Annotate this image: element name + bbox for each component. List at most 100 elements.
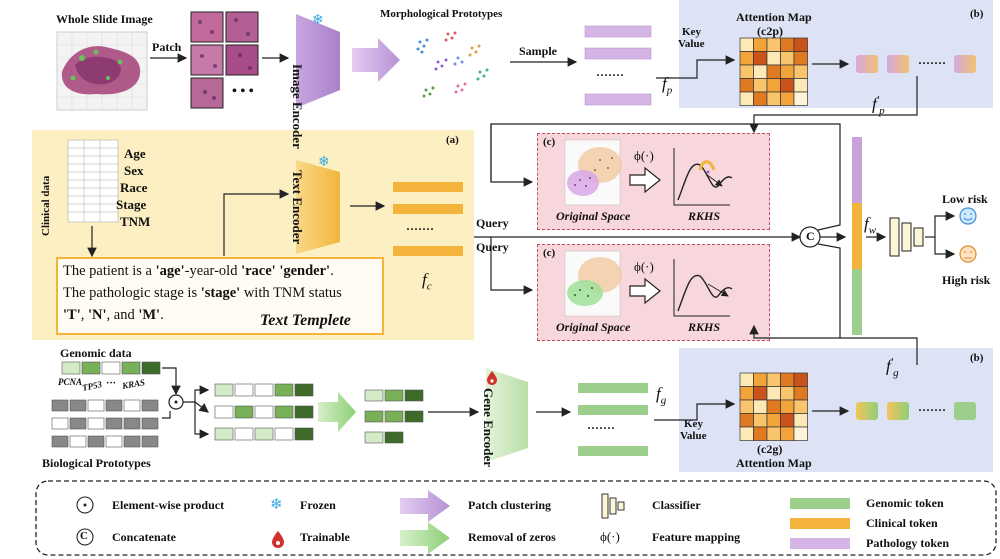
attention-cell	[793, 372, 808, 387]
attention-cell	[766, 78, 781, 93]
panel-c-top-tag: (c)	[543, 136, 556, 148]
attention-cell	[780, 51, 795, 66]
attention-cell	[780, 78, 795, 93]
field-sex: Sex	[124, 163, 144, 178]
text-encoder-block	[296, 160, 340, 254]
bio-prototypes-label: Biological Prototypes	[42, 456, 151, 470]
original-space-top: Original Space	[556, 209, 631, 223]
fg-prime-label: f'g	[886, 356, 899, 380]
attention-cell	[753, 91, 768, 106]
panel-b-bottom-tag: (b)	[970, 352, 984, 364]
attention-cell	[793, 78, 808, 93]
morph-prototypes-label: Morphological Prototypes	[380, 8, 503, 20]
output-dots-bottom: ·······	[918, 403, 947, 417]
high-risk-face-icon	[959, 245, 977, 263]
attention-cell	[766, 372, 781, 387]
attention-cell	[739, 37, 754, 52]
rkhs-top: RKHS	[688, 209, 721, 223]
gene-pcna: PCNA	[58, 377, 83, 387]
attention-cell	[766, 399, 781, 414]
value-label-bottom: Value	[680, 430, 707, 442]
legend-concatenate: Concatenate	[112, 530, 176, 544]
frozen-icon-text-encoder: ❄	[318, 155, 330, 170]
attention-cell	[780, 91, 795, 106]
attention-cell	[739, 64, 754, 79]
attention-cell	[793, 413, 808, 428]
legend-trainable-icon	[272, 531, 284, 548]
legend-frozen-icon: ❄	[270, 497, 283, 513]
genomic-tokens	[578, 383, 648, 456]
whole-slide-image	[56, 31, 148, 111]
fp-label: fp	[662, 74, 673, 97]
attention-cell	[739, 426, 754, 441]
attention-cell	[793, 386, 808, 401]
field-stage: Stage	[116, 197, 147, 212]
attention-cell	[766, 91, 781, 106]
attention-cell	[793, 399, 808, 414]
patch-dots: • • •	[232, 84, 254, 99]
patch-tiles	[190, 11, 259, 109]
attention-map-c2p	[739, 37, 808, 106]
trainable-icon	[487, 371, 497, 385]
wsi-label: Whole Slide Image	[56, 12, 153, 26]
attention-cell	[753, 399, 768, 414]
legend-patch-clustering-arrow	[400, 490, 450, 522]
compact-genomic-rows	[364, 389, 424, 444]
attention-cell	[780, 386, 795, 401]
value-label-top: Value	[678, 38, 705, 50]
concat-symbol: C	[806, 229, 815, 243]
panel-a-tag: (a)	[446, 134, 459, 146]
field-age: Age	[124, 146, 146, 161]
attention-cell	[753, 78, 768, 93]
attention-map-sub-bottom: (c2g)	[757, 442, 783, 456]
phi-bottom: ϕ(·)	[634, 259, 654, 274]
attention-cell	[766, 37, 781, 52]
clinical-data-label: Clinical data	[40, 175, 52, 236]
panel-b-top	[679, 0, 993, 108]
attention-cell	[753, 426, 768, 441]
attention-cell	[739, 372, 754, 387]
attention-cell	[753, 413, 768, 428]
attention-cell	[739, 413, 754, 428]
low-risk-face-icon	[959, 207, 977, 225]
frozen-icon-image-encoder: ❄	[312, 13, 324, 28]
panel-c-top-graphics	[564, 139, 733, 206]
text-template-title: Text Templete	[260, 312, 351, 329]
masked-genomic-rows	[214, 383, 314, 441]
attention-cell	[793, 37, 808, 52]
panel-c-bottom-tag: (c)	[543, 247, 556, 259]
legend-removal-zeros-arrow	[400, 522, 450, 554]
classifier-block	[889, 217, 924, 257]
gene-ellipsis: ···	[106, 378, 117, 389]
legend-clinical-swatch	[790, 518, 850, 529]
attention-cell	[780, 64, 795, 79]
template-line-3: 'T', 'N', and 'M'.	[63, 307, 164, 323]
sample-label: Sample	[519, 44, 558, 58]
rkhs-bottom: RKHS	[688, 320, 721, 334]
legend-feature-mapping: Feature mapping	[652, 530, 741, 544]
biological-prototypes	[51, 399, 159, 448]
legend-patch-clustering: Patch clustering	[468, 498, 551, 512]
attention-cell	[739, 51, 754, 66]
clinical-tokens-dots: ·······	[406, 222, 435, 236]
genomic-output-tokens	[856, 402, 976, 420]
legend-frozen: Frozen	[300, 498, 336, 512]
legend-pathology-token: Pathology token	[866, 536, 950, 550]
template-line-2: The pathologic stage is 'stage' with TNM…	[63, 285, 342, 301]
panel-b-top-tag: (b)	[970, 8, 984, 20]
attention-cell	[766, 426, 781, 441]
gene-encoder-label: Gene Encoder	[481, 388, 496, 468]
legend-concat-icon	[76, 528, 94, 546]
legend-frame	[35, 480, 997, 556]
template-line-1: The patient is a 'age'-year-old 'race' '…	[63, 263, 334, 279]
fc-label: fc	[422, 270, 432, 293]
key-label-top: Key	[682, 26, 701, 38]
legend-elementwise: Element-wise product	[112, 498, 225, 512]
attention-map-title-bottom: Attention Map	[736, 456, 812, 470]
patch-label: Patch	[152, 40, 182, 54]
pathology-tokens	[584, 25, 652, 106]
attention-cell	[753, 37, 768, 52]
legend-phi: ϕ(·)	[600, 529, 620, 544]
